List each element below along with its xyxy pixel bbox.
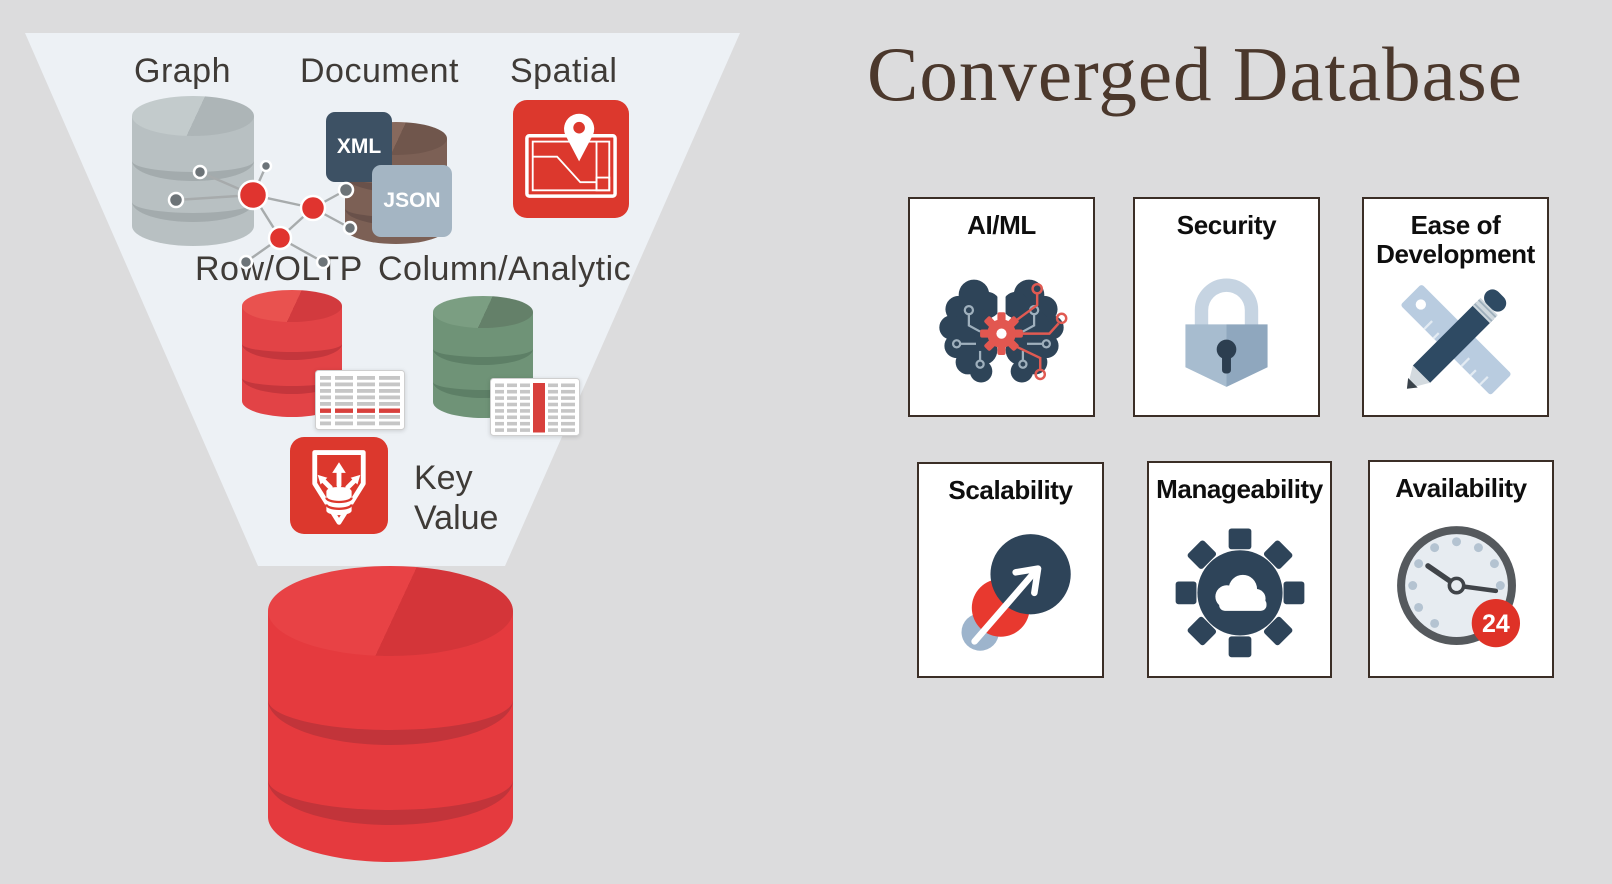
page-title: Converged Database bbox=[867, 31, 1523, 117]
network-graph-icon bbox=[167, 160, 358, 270]
json-badge: JSON bbox=[372, 165, 452, 237]
card-title: Scalability bbox=[948, 475, 1073, 505]
card-title: Availability bbox=[1395, 473, 1527, 503]
label-key: Key bbox=[414, 459, 473, 497]
card-title: Manageability bbox=[1156, 474, 1323, 504]
padlock-icon bbox=[1185, 278, 1268, 387]
brain-circuit-icon bbox=[938, 271, 1067, 385]
label-value: Value bbox=[414, 499, 499, 537]
capability-card-aiml: AI/ML bbox=[908, 197, 1095, 417]
converged-database-cylinder-icon bbox=[268, 566, 513, 862]
card-title: Security bbox=[1176, 210, 1277, 240]
label-row-oltp: Row/OLTP bbox=[195, 250, 363, 288]
xml-badge: XML bbox=[326, 112, 392, 182]
badge-24: 24 bbox=[1482, 610, 1510, 638]
capability-card-security: Security bbox=[1133, 197, 1320, 417]
label-document: Document bbox=[300, 52, 459, 90]
label-spatial: Spatial bbox=[510, 52, 618, 90]
clock-24-icon: 24 bbox=[1397, 525, 1521, 647]
growth-circles-arrow-icon bbox=[961, 533, 1071, 651]
gear-cloud-icon bbox=[1175, 528, 1304, 658]
column-table-icon bbox=[490, 378, 580, 436]
spatial-map-pin-icon bbox=[513, 100, 629, 218]
card-title: Ease of Development bbox=[1376, 210, 1535, 270]
capability-card-ease-of-development: Ease of Development bbox=[1362, 197, 1549, 417]
graph-database-cylinder-icon bbox=[132, 96, 254, 246]
label-key-value: Key Value bbox=[414, 458, 498, 538]
label-graph: Graph bbox=[134, 52, 231, 90]
row-table-icon bbox=[315, 370, 405, 430]
card-title: AI/ML bbox=[967, 210, 1036, 240]
label-column-analytic: Column/Analytic bbox=[378, 250, 632, 288]
capability-card-availability: Availability 24 bbox=[1368, 460, 1554, 678]
capability-card-manageability: Manageability bbox=[1147, 461, 1332, 678]
ruler-pencil-icon bbox=[1400, 285, 1511, 395]
capability-card-scalability: Scalability bbox=[917, 462, 1104, 678]
key-value-shield-icon bbox=[290, 437, 388, 534]
